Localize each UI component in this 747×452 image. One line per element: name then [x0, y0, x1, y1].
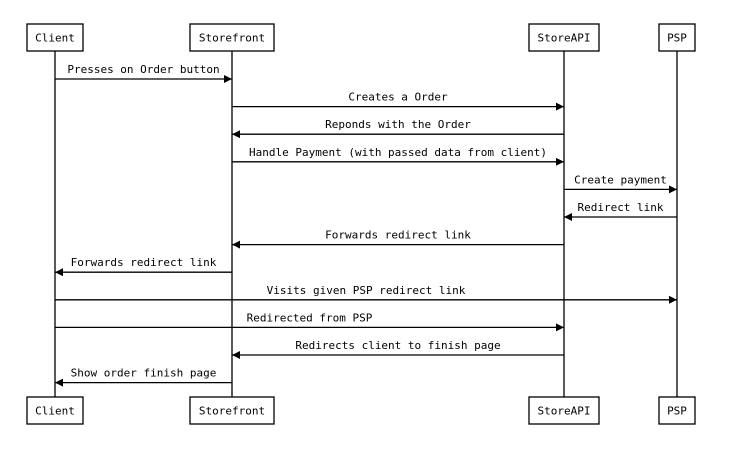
participant-storefront-top: Storefront: [189, 23, 275, 52]
message-4: Handle Payment (with passed data from cl…: [232, 146, 564, 166]
message-label: Redirects client to finish page: [295, 339, 500, 352]
participant-storefront-bottom: Storefront: [189, 396, 275, 425]
participant-box: [658, 23, 696, 52]
participant-label: StoreAPI: [538, 32, 591, 45]
participant-label: Client: [35, 405, 75, 418]
participant-client-top: Client: [26, 23, 84, 52]
message-label: Forwards redirect link: [71, 256, 217, 269]
participant-storeapi-bottom: StoreAPI: [528, 396, 600, 425]
message-1: Presses on Order button: [55, 63, 232, 83]
participant-label: Storefront: [199, 32, 265, 45]
message-8: Forwards redirect link: [55, 256, 232, 277]
message-7: Forwards redirect link: [232, 229, 564, 249]
message-label: Forwards redirect link: [325, 229, 471, 242]
message-label: Redirected from PSP: [247, 311, 373, 324]
participant-psp-bottom: PSP: [658, 396, 696, 425]
message-11: Redirects client to finish page: [232, 339, 564, 359]
message-12: Show order finish page: [55, 367, 232, 387]
message-10: Redirected from PSP: [55, 311, 564, 332]
message-label: Visits given PSP redirect link: [267, 284, 466, 297]
message-2: Creates a Order: [232, 91, 564, 111]
participant-label: StoreAPI: [538, 405, 591, 418]
message-label: Creates a Order: [348, 91, 448, 104]
participant-label: Storefront: [199, 405, 265, 418]
participant-client-bottom: Client: [26, 396, 84, 425]
message-label: Redirect link: [577, 201, 663, 214]
participant-box: [26, 23, 84, 52]
message-label: Reponds with the Order: [325, 118, 471, 131]
message-label: Create payment: [574, 173, 667, 186]
participant-label: PSP: [667, 405, 687, 418]
participant-label: Client: [35, 32, 75, 45]
participant-box: [189, 396, 275, 425]
participant-box: [26, 396, 84, 425]
message-6: Redirect link: [564, 201, 677, 221]
participant-box: [658, 396, 696, 425]
message-label: Handle Payment (with passed data from cl…: [249, 146, 547, 159]
participant-storeapi-top: StoreAPI: [528, 23, 600, 52]
participant-box: [189, 23, 275, 52]
participant-psp-top: PSP: [658, 23, 696, 52]
participant-box: [528, 396, 600, 425]
message-label: Presses on Order button: [67, 63, 219, 76]
participant-box: [528, 23, 600, 52]
message-3: Reponds with the Order: [232, 118, 564, 139]
message-9: Visits given PSP redirect link: [55, 284, 677, 304]
participant-label: PSP: [667, 32, 687, 45]
message-5: Create payment: [564, 173, 677, 194]
message-label: Show order finish page: [71, 367, 217, 380]
